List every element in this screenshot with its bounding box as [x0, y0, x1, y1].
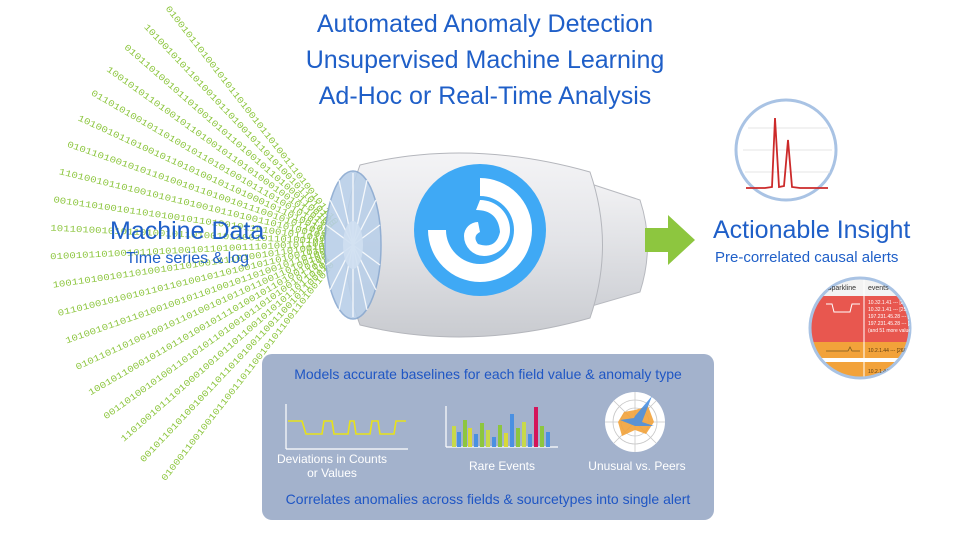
deviation-chart-icon — [285, 404, 408, 450]
event-row: 197.231.45.28 --- [2... — [868, 314, 916, 320]
machine-data-subtitle: Time series & log — [126, 250, 249, 267]
event-row: (and 51 more values) — [868, 328, 916, 334]
spiral-logo-icon — [414, 164, 546, 296]
headline-analysis: Ad-Hoc or Real-Time Analysis — [318, 82, 652, 110]
event-row: 10.2.1.44 --- [26/M... — [868, 348, 913, 354]
event-row: 197.231.45.28 --- [2... — [868, 321, 916, 327]
engine-intake-fan — [324, 170, 382, 320]
output-arrow-icon — [645, 215, 695, 265]
col-header-events: events — [868, 285, 889, 292]
event-row: 10.32.1.41 --- [25/... — [868, 307, 912, 313]
spike-chart-thumbnail — [734, 98, 838, 202]
alert-table-thumbnail — [808, 276, 912, 380]
col-header-sparkline: sparkline — [828, 285, 856, 292]
headline-machine-learning: Unsupervised Machine Learning — [305, 46, 665, 74]
rare-events-chart-icon — [445, 406, 558, 448]
caption-rare-events: Rare Events — [468, 459, 536, 473]
panel-top-text: Models accurate baselines for each field… — [294, 366, 682, 382]
event-row: 10.32.1.41 --- [25/... — [868, 300, 912, 306]
panel-icons — [285, 392, 665, 452]
actionable-insight-title: Actionable Insight — [713, 216, 911, 244]
actionable-insight-subtitle: Pre-correlated causal alerts — [715, 249, 899, 266]
caption-deviations: Deviations in Counts or Values — [276, 452, 388, 480]
machine-data-title: Machine Data — [110, 217, 265, 245]
panel-bottom-text: Correlates anomalies across fields & sou… — [285, 491, 691, 507]
peers-radar-icon — [605, 392, 665, 452]
capabilities-panel: Models accurate baselines for each field… — [262, 354, 714, 520]
caption-unusual-peers: Unusual vs. Peers — [588, 459, 686, 473]
headline-anomaly-detection: Automated Anomaly Detection — [316, 10, 654, 38]
